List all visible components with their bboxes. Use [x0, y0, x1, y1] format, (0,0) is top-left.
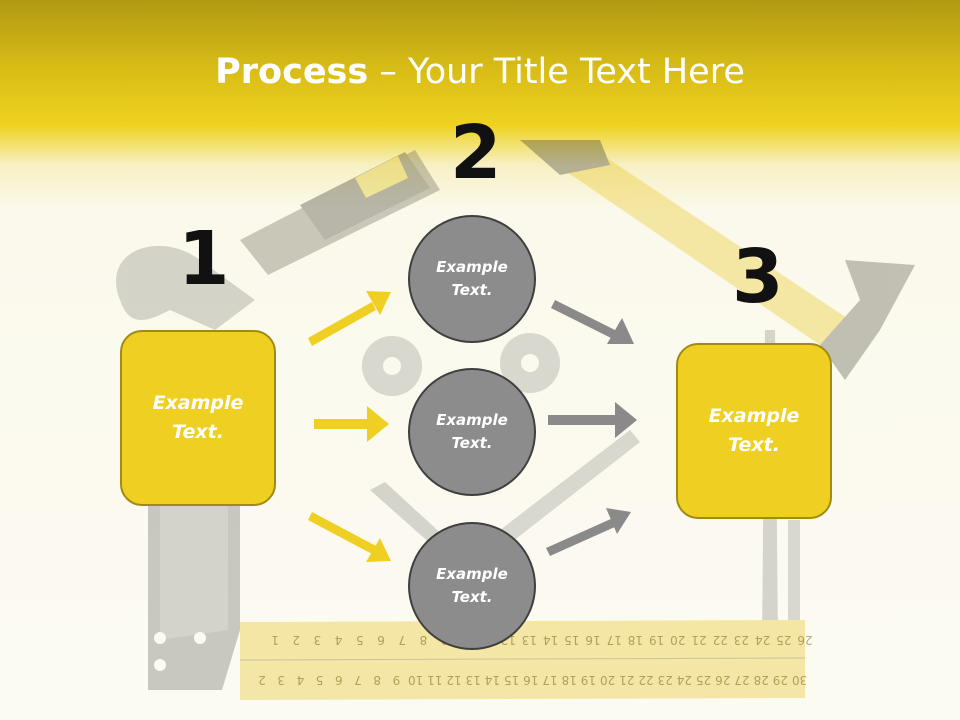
ruler-bottom-number: 28 [754, 673, 769, 687]
washer-icons [362, 333, 560, 396]
ruler-bottom-number: 7 [354, 673, 362, 687]
ruler-bottom-number: 12 [446, 673, 461, 687]
ruler-bottom-number: 30 [792, 673, 807, 687]
title-bold: Process [215, 52, 369, 92]
ruler-bottom-number: 23 [658, 673, 673, 687]
ruler-top-number: 5 [356, 633, 364, 647]
step-3-text-line1: Example [708, 405, 800, 427]
slide-title: Process – Your Title Text Here [0, 52, 960, 92]
arrow-down-right-icon [308, 512, 391, 562]
ruler-bottom-number: 26 [715, 673, 730, 687]
arrow-up-right-icon [546, 508, 631, 556]
ruler-top-number: 26 [797, 633, 812, 647]
ruler-bottom-number: 25 [696, 673, 711, 687]
ruler-top-number: 23 [734, 633, 749, 647]
ruler-top-number: 17 [607, 633, 622, 647]
ruler-bottom-number: 16 [523, 673, 538, 687]
ruler-bottom-number: 19 [581, 673, 596, 687]
ruler-bottom-number: 17 [542, 673, 557, 687]
ruler-bottom-number: 9 [393, 673, 401, 687]
ruler-bottom-number: 20 [600, 673, 615, 687]
ruler-bottom-number: 21 [619, 673, 634, 687]
ruler-top-number: 20 [670, 633, 685, 647]
arrow-up-right-icon [308, 291, 391, 346]
ruler-top-number: 19 [649, 633, 664, 647]
ruler-top-number: 8 [420, 633, 428, 647]
ruler-bottom-number: 5 [316, 673, 324, 687]
ruler-top-number: 21 [691, 633, 706, 647]
ruler-top-number: 3 [314, 633, 322, 647]
ruler-bottom-number: 13 [466, 673, 481, 687]
step-1-text-line1: Example [152, 392, 244, 414]
arrow-down-right-icon [551, 300, 634, 344]
ruler-bottom-number: 22 [638, 673, 653, 687]
ruler-bottom-number: 15 [504, 673, 519, 687]
square-ruler-icon [148, 500, 806, 700]
ruler-top-number: 22 [713, 633, 728, 647]
circle-3-line2: Text. [451, 588, 493, 606]
ruler-bottom-number: 4 [297, 673, 305, 687]
ruler-bottom-number: 2 [258, 673, 266, 687]
ruler-top-number: 7 [398, 633, 406, 647]
ruler-bottom-number: 14 [485, 673, 500, 687]
ruler-bottom-number: 29 [773, 673, 788, 687]
ruler-top-number: 24 [755, 633, 770, 647]
ruler-top-number: 18 [628, 633, 643, 647]
circle-2-line1: Example [436, 411, 508, 429]
circle-1-line2: Text. [451, 281, 493, 299]
ruler-bottom-number: 10 [408, 673, 423, 687]
arrow-right-icon [548, 402, 637, 438]
ruler-bottom-number: 6 [335, 673, 343, 687]
circle-2-line2: Text. [451, 434, 493, 452]
ruler-top-number: 14 [543, 633, 558, 647]
ruler-bottom-number: 24 [677, 673, 692, 687]
step-3-text-line2: Text. [728, 434, 780, 456]
ruler-bottom-number: 18 [562, 673, 577, 687]
step-number-2: 2 [450, 110, 502, 196]
ruler-top-number: 16 [585, 633, 600, 647]
ruler-bottom-number: 3 [277, 673, 285, 687]
circle-3-line1: Example [436, 565, 508, 583]
step-number-1: 1 [178, 216, 230, 302]
hammer-icon [520, 140, 915, 380]
step-1-text-line2: Text. [172, 421, 224, 443]
yellow-arrows [308, 291, 391, 562]
ruler-top-number: 2 [292, 633, 300, 647]
circle-1-line1: Example [436, 258, 508, 276]
ruler-top-number: 15 [564, 633, 579, 647]
ruler-top-number: 13 [522, 633, 537, 647]
ruler-top-number: 25 [776, 633, 791, 647]
wrench-icon [116, 150, 440, 330]
ruler-bottom-number: 8 [373, 673, 381, 687]
title-rest: – Your Title Text Here [368, 52, 745, 92]
ruler-bottom-number: 11 [427, 673, 442, 687]
ruler-top-number: 4 [335, 633, 343, 647]
step-number-3: 3 [732, 234, 784, 320]
gray-arrows [546, 300, 637, 556]
arrow-right-icon [314, 406, 389, 442]
ruler-bottom-number: 27 [734, 673, 749, 687]
ruler-top-number: 6 [377, 633, 385, 647]
ruler-top-number: 1 [271, 633, 279, 647]
